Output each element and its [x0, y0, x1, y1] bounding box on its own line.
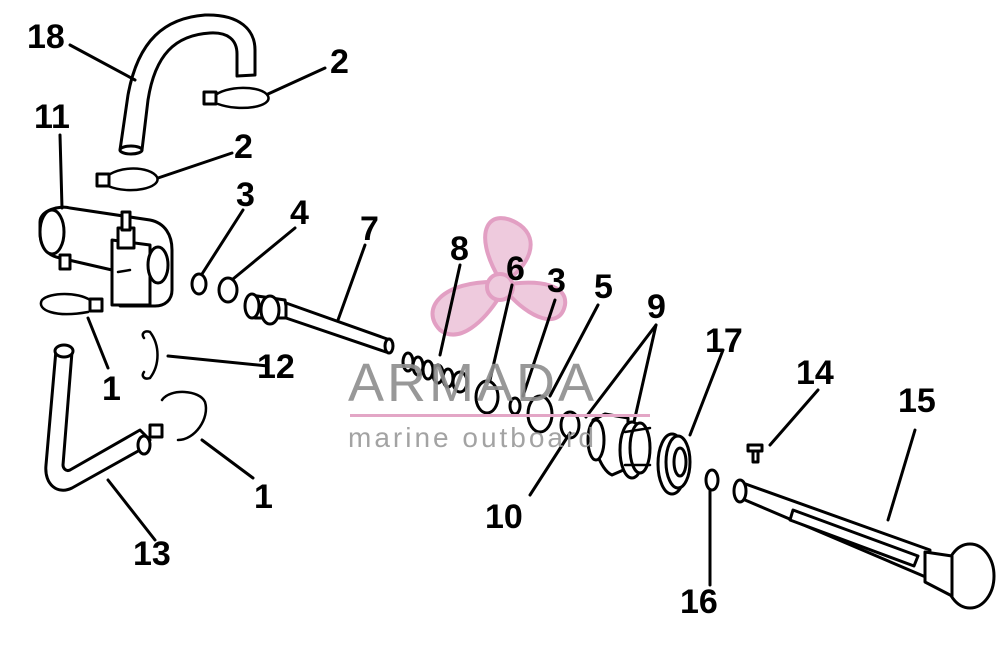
pump-housing-11 [38, 205, 174, 308]
callout-7: 7 [360, 210, 379, 248]
propeller-icon [430, 216, 568, 337]
retainer-ring-17 [656, 432, 692, 496]
callout-1-lower: 1 [254, 478, 273, 516]
upper-hose-18 [118, 13, 257, 152]
hose-clamp-2-lower [95, 167, 159, 192]
callout-4: 4 [290, 194, 309, 232]
disc-6 [474, 379, 500, 415]
callout-12: 12 [257, 348, 295, 386]
callout-2-lower: 2 [234, 128, 253, 166]
watermark-brand: ARMADA [348, 353, 598, 413]
o-ring-16 [704, 468, 720, 492]
callout-15: 15 [898, 382, 936, 420]
callout-17: 17 [705, 322, 743, 360]
spring-8 [401, 351, 469, 394]
callout-2-upper: 2 [330, 43, 349, 81]
callout-5: 5 [594, 268, 613, 306]
plunger-rod-7 [243, 292, 395, 355]
leader-lines [58, 43, 917, 587]
callout-18: 18 [27, 18, 65, 56]
lower-hose-13 [44, 348, 152, 492]
shaft-15 [732, 478, 996, 610]
callout-3-left: 3 [236, 176, 255, 214]
o-ring-10 [559, 410, 581, 440]
o-ring-4 [217, 276, 239, 304]
callout-3-right: 3 [547, 262, 566, 300]
callout-1-upper: 1 [102, 370, 121, 408]
callout-14: 14 [796, 354, 834, 392]
callout-8: 8 [450, 230, 469, 268]
hose-clamp-1-upper [39, 292, 104, 316]
watermark-rule [350, 414, 650, 417]
callout-10: 10 [485, 498, 523, 536]
watermark-tagline: marine outboard [348, 422, 597, 453]
callout-6: 6 [506, 250, 525, 288]
seal-assembly-9 [586, 412, 652, 480]
snap-ring-12 [141, 330, 159, 380]
hose-clamp-2-upper [202, 86, 270, 110]
callout-13: 13 [133, 535, 171, 573]
callout-9: 9 [647, 288, 666, 326]
hose-clamp-1-lower [148, 390, 208, 442]
o-ring-3-left [190, 272, 208, 296]
screw-14 [746, 443, 764, 464]
callout-11: 11 [34, 98, 70, 136]
callout-16: 16 [680, 583, 718, 621]
